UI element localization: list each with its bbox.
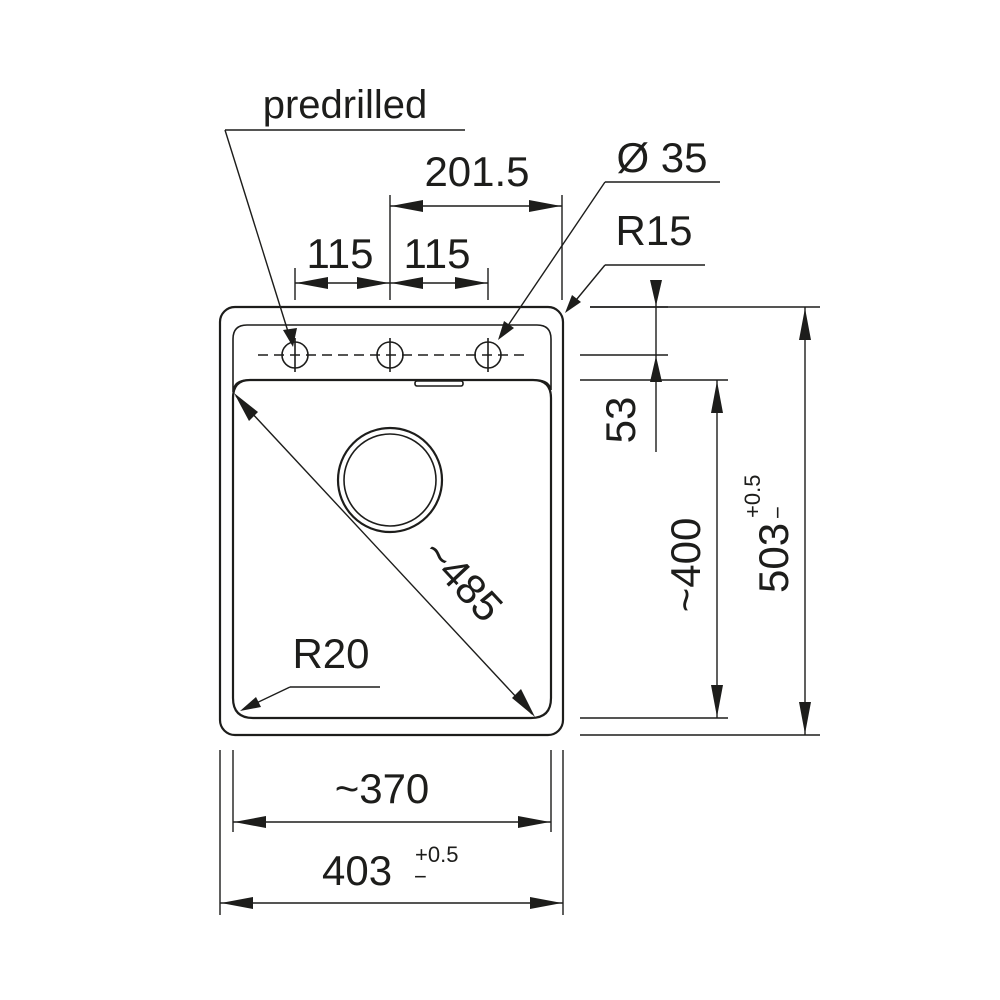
drain [336, 426, 444, 534]
dim-503-tolerance-plus: +0.5 [740, 475, 765, 518]
bowl-contour [231, 378, 553, 720]
tap-hole-center [376, 338, 404, 372]
dim-201-5-label: 201.5 [424, 148, 529, 195]
radius-20-label: R20 [292, 630, 369, 677]
predrilled-callout: predrilled [224, 83, 465, 347]
sink-outer-rim [218, 305, 565, 737]
dimension-485-diagonal: ~485 [234, 393, 535, 717]
dim-400-label: ~400 [662, 518, 709, 613]
drain-inner-ring [343, 433, 437, 527]
dim-503-tolerance-minus: − [765, 506, 790, 519]
dimension-201-5: 201.5 [390, 148, 563, 300]
dimension-370: ~370 [232, 750, 552, 832]
dim-403-tolerance-plus: +0.5 [415, 842, 458, 867]
dim-115-right-label: 115 [404, 230, 471, 277]
dim-53-label: 53 [597, 397, 644, 444]
dim-503-label: 503 [750, 523, 797, 593]
radius-15-callout: R15 [565, 207, 705, 313]
diameter-35-callout: Ø 35 [498, 134, 720, 340]
dimension-400: ~400 [580, 379, 728, 719]
dim-403-tolerance-minus: − [414, 864, 427, 889]
sink-outline [218, 305, 565, 737]
tap-hole-right [474, 338, 502, 372]
overflow-slot [414, 380, 464, 387]
diameter-35-label: Ø 35 [616, 134, 707, 181]
radius-20-callout: R20 [240, 630, 380, 711]
predrilled-label: predrilled [263, 83, 428, 127]
dimension-403: 403 +0.5 − [219, 750, 564, 915]
drain-outer-ring [336, 426, 444, 534]
dimension-115-115: 115 115 [294, 195, 489, 300]
diagonal-485-label: ~485 [413, 529, 512, 630]
dimension-503: 503 +0.5 − [580, 306, 820, 736]
radius-15-label: R15 [615, 207, 692, 254]
tap-holes [258, 338, 530, 372]
dim-370-label: ~370 [335, 765, 430, 812]
dimension-53: 53 [580, 280, 668, 452]
dim-403-label: 403 [322, 847, 392, 894]
tap-hole-left [281, 338, 309, 372]
dim-115-left-label: 115 [307, 230, 374, 277]
